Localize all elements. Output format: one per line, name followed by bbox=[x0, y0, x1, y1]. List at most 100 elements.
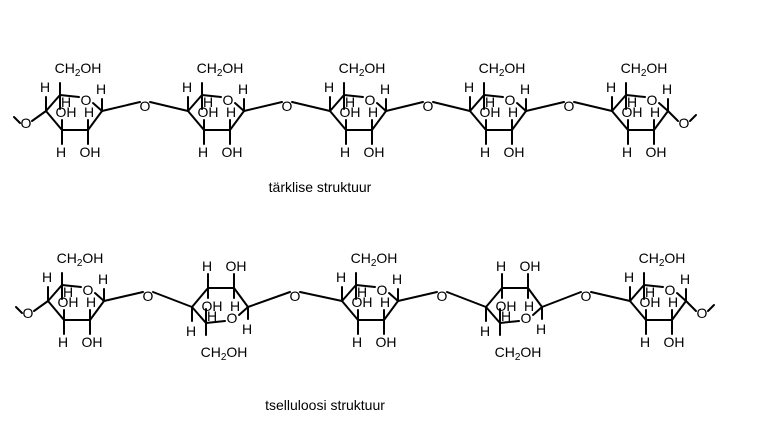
cellulose-unit-4-bond-c1-c2 bbox=[527, 287, 543, 308]
starch-unit-3-bond-c5-o bbox=[343, 94, 364, 98]
starch-link-3-right-bond bbox=[432, 101, 471, 112]
cellulose-unit-5-h-c5: H bbox=[645, 284, 655, 300]
cellulose-unit-2-oh-c2: OH bbox=[226, 258, 247, 274]
cellulose-unit-1-bond-c5-o bbox=[61, 284, 82, 288]
starch-unit-2-oh-c3: OH bbox=[198, 104, 219, 120]
cellulose-unit-1-bond-c4-c5 bbox=[47, 284, 63, 302]
cellulose-unit-2-oh-c3: OH bbox=[202, 298, 223, 314]
starch-unit-1-oh-c2: OH bbox=[80, 144, 101, 160]
starch-right-end-stub bbox=[689, 114, 697, 122]
starch-unit-3-ch2oh-group: CH2OH bbox=[339, 60, 386, 79]
starch-unit-5-ring-oxygen: O bbox=[647, 92, 658, 108]
starch-unit-1-ch2oh-group: CH2OH bbox=[55, 60, 102, 79]
cellulose-unit-2-h-c1: H bbox=[242, 321, 252, 337]
starch-unit-5-h-c5: H bbox=[627, 94, 637, 110]
starch-unit-5-h-c3: H bbox=[622, 144, 632, 160]
starch-unit-4-ring-oxygen: O bbox=[505, 92, 516, 108]
starch-unit-4-bond-c4-c5 bbox=[469, 94, 485, 112]
cellulose-unit-5-ch2oh-group: CH2OH bbox=[639, 250, 686, 269]
starch-unit-2-bond-o-c1 bbox=[234, 102, 245, 112]
starch-link-1-left-bond bbox=[101, 101, 141, 112]
cellulose-left-end-bond bbox=[33, 300, 49, 312]
cellulose-unit-1-oh-c3: OH bbox=[58, 294, 79, 310]
starch-unit-2-h-c4: H bbox=[182, 79, 192, 95]
cellulose-unit-1-bond-o-c1 bbox=[94, 292, 105, 302]
starch-unit-1-bond-o-c1 bbox=[92, 102, 103, 112]
starch-unit-1-oh-c3: OH bbox=[56, 104, 77, 120]
cellulose-unit-1-ch2oh-group: CH2OH bbox=[57, 250, 104, 269]
starch-link-4-left-bond bbox=[525, 101, 565, 112]
cellulose-left-end-stub bbox=[15, 306, 23, 314]
starch-unit-5-h-c4: H bbox=[606, 79, 616, 95]
starch-unit-5-oh-c3: OH bbox=[622, 104, 643, 120]
starch-unit-2-bond-c3-c4 bbox=[187, 110, 205, 131]
cellulose-unit-4-h-c5: H bbox=[501, 308, 511, 324]
cellulose-unit-5-h-c4: H bbox=[624, 269, 634, 285]
cellulose-unit-4-h-c3: H bbox=[496, 258, 506, 274]
cellulose-unit-3-h-c1: H bbox=[392, 271, 402, 287]
cellulose-unit-5-h-c1: H bbox=[680, 271, 690, 287]
cellulose-unit-3-ring-oxygen: O bbox=[377, 282, 388, 298]
cellulose-unit-5-oh-c2: OH bbox=[664, 334, 685, 350]
cellulose-unit-5-h-c2: H bbox=[668, 294, 678, 310]
cellulose-unit-1-ring-oxygen: O bbox=[83, 282, 94, 298]
cellulose-unit-3-bond-c5-o bbox=[355, 284, 376, 288]
starch-unit-5-ch2oh-group: CH2OH bbox=[621, 60, 668, 79]
cellulose-unit-5-oh-c3: OH bbox=[640, 294, 661, 310]
starch-unit-5-bond-c5-o bbox=[625, 94, 646, 98]
starch-unit-5-h-c1: H bbox=[662, 81, 672, 97]
starch-right-end-bond bbox=[667, 110, 679, 122]
starch-left-end-stub bbox=[13, 116, 21, 124]
cellulose-unit-4-bond-o-c1 bbox=[532, 306, 543, 316]
cellulose-unit-2-bond-c1-c2 bbox=[233, 287, 249, 308]
starch-glycosidic-oxygen-1: O bbox=[140, 98, 151, 114]
cellulose-unit-2-bond-c5-o bbox=[205, 320, 226, 324]
starch-unit-3-bond-c3-c4 bbox=[329, 110, 347, 131]
cellulose-link-2-right-bond bbox=[299, 291, 343, 302]
cellulose-unit-4-bond-c3-c4 bbox=[485, 287, 503, 308]
starch-unit-1-bond-c5-o bbox=[59, 94, 80, 98]
starch-unit-1-bond-c4-c5 bbox=[45, 94, 61, 112]
cellulose-unit-4-h-c2: H bbox=[524, 298, 534, 314]
starch-link-1-right-bond bbox=[149, 101, 189, 112]
cellulose-unit-1-h-c2: H bbox=[86, 294, 96, 310]
starch-unit-5-oh-c2: OH bbox=[646, 144, 667, 160]
cellulose-caption: tselluloosi struktuur bbox=[265, 397, 385, 413]
starch-link-2-right-bond bbox=[291, 101, 331, 112]
starch-unit-3-bond-o-c1 bbox=[376, 102, 387, 112]
cellulose-unit-2-h-c4: H bbox=[186, 323, 196, 339]
starch-unit-2-h-c2: H bbox=[226, 104, 236, 120]
starch-unit-1-h-c3: H bbox=[56, 144, 66, 160]
starch-caption: tärklise struktuur bbox=[269, 179, 372, 195]
cellulose-unit-4-ch2oh-group: CH2OH bbox=[495, 344, 542, 363]
cellulose-unit-2-bond-c4-c5 bbox=[191, 306, 207, 324]
starch-unit-3-bond-c4-c5 bbox=[329, 94, 345, 112]
starch-unit-3-h-c4: H bbox=[324, 79, 334, 95]
starch-unit-4-bond-c1-c2 bbox=[511, 110, 527, 131]
cellulose-unit-3-bond-o-c1 bbox=[388, 292, 399, 302]
starch-unit-1-h-c1: H bbox=[96, 81, 106, 97]
starch-unit-4-bond-c5-o bbox=[483, 94, 504, 98]
cellulose-right-end-bond bbox=[685, 300, 697, 312]
starch-unit-4-oh-c2: OH bbox=[504, 144, 525, 160]
cellulose-unit-3-bond-c3-c4 bbox=[341, 300, 359, 321]
cellulose-unit-4-oh-c2: OH bbox=[520, 258, 541, 274]
starch-unit-3-h-c2: H bbox=[368, 104, 378, 120]
starch-unit-3-bond-c1-c2 bbox=[371, 110, 387, 131]
cellulose-unit-2-ring-oxygen: O bbox=[227, 310, 238, 326]
cellulose-unit-4-h-c4: H bbox=[480, 323, 490, 339]
cellulose-unit-3-h-c2: H bbox=[380, 294, 390, 310]
cellulose-unit-1-bond-c3-c4 bbox=[47, 300, 65, 321]
cellulose-unit-3-h-c3: H bbox=[352, 334, 362, 350]
cellulose-link-1-right-bond bbox=[152, 291, 193, 308]
starch-unit-5-bond-o-c1 bbox=[658, 102, 669, 112]
cellulose-unit-3-bond-c1-c2 bbox=[383, 300, 399, 321]
cellulose-unit-5-bond-c4-c5 bbox=[629, 284, 645, 302]
starch-unit-4-h-c3: H bbox=[480, 144, 490, 160]
cellulose-left-end-oxygen: O bbox=[23, 305, 34, 321]
cellulose-unit-5-bond-o-c1 bbox=[676, 292, 687, 302]
starch-unit-3-oh-c2: OH bbox=[364, 144, 385, 160]
cellulose-glycosidic-oxygen-4: O bbox=[581, 288, 592, 304]
